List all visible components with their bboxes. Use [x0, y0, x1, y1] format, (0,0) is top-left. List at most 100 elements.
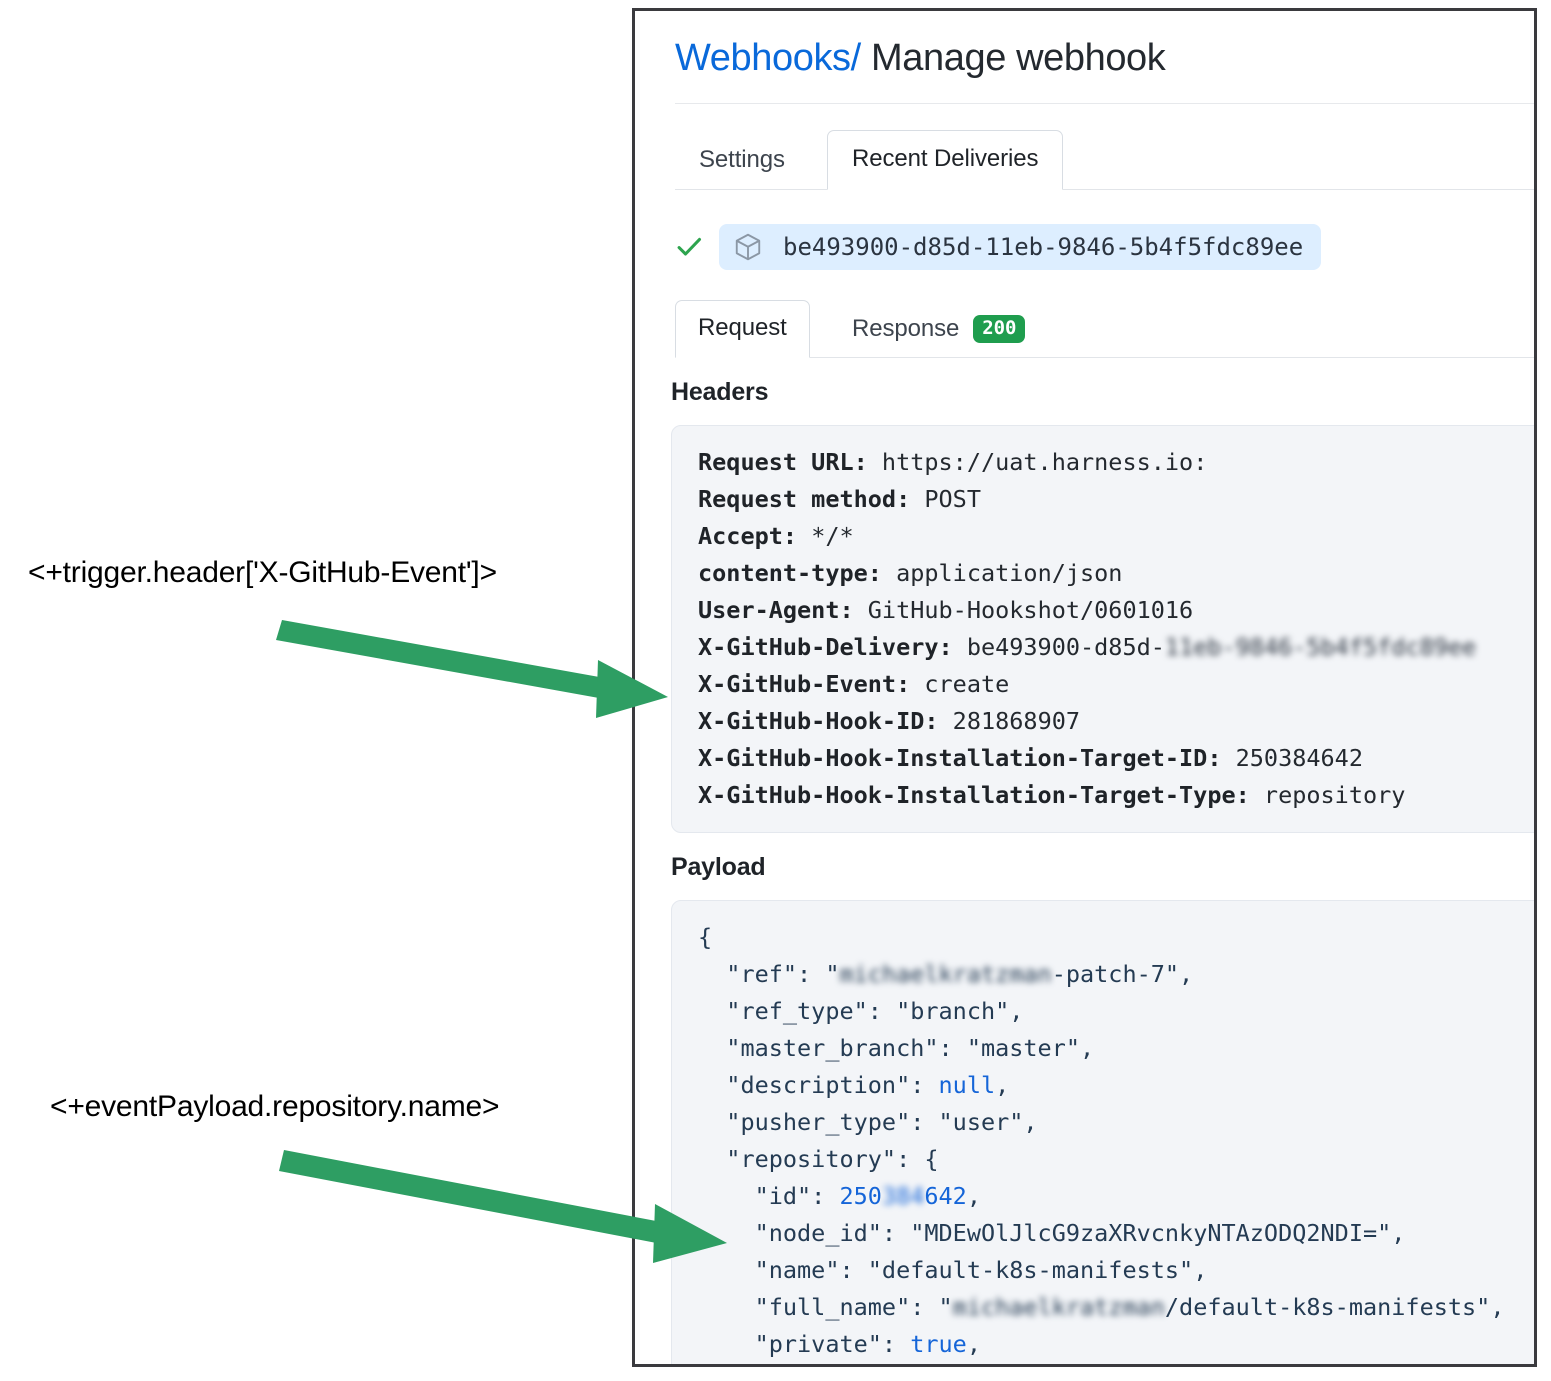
payload-value-redacted: michaelkratzman: [839, 959, 1052, 988]
payload-line: "ref_type": "branch",: [698, 993, 1534, 1030]
delivery-pill[interactable]: be493900-d85d-11eb-9846-5b4f5fdc89ee: [719, 223, 1322, 270]
header-key: X-GitHub-Hook-Installation-Target-ID:: [698, 743, 1222, 772]
tablist-webhook: Settings Recent Deliveries: [675, 126, 1534, 190]
payload-line: "description": null,: [698, 1067, 1534, 1104]
payload-segment: null: [938, 1070, 996, 1099]
header-value: */*: [797, 521, 854, 550]
payload-line: "repository": {: [698, 1141, 1534, 1178]
header-value: create: [910, 669, 1010, 698]
payload-indent: [698, 1145, 726, 1173]
payload-code-box: { "ref": "michaelkratzman-patch-7", "ref…: [671, 899, 1534, 1364]
payload-line: "pusher_type": "user",: [698, 1104, 1534, 1141]
payload-segment: "description":: [726, 1070, 939, 1099]
tab-response-label: Response: [852, 314, 960, 342]
payload-line: "full_name": "michaelkratzman/default-k8…: [698, 1289, 1534, 1326]
headers-code-box: Request URL: https://uat.harness.io:Requ…: [671, 424, 1534, 833]
check-icon: [677, 237, 702, 256]
tab-settings[interactable]: Settings: [699, 145, 785, 173]
header-row: Accept: */*: [698, 518, 1534, 555]
header-value-redacted: 11eb-9846-5b4f5fdc89ee: [1164, 632, 1477, 661]
annotation-arrows: [276, 620, 727, 1263]
header-value: be493900-d85d-: [952, 632, 1165, 661]
header-row: X-GitHub-Event: create: [698, 666, 1534, 703]
header-value: 281868907: [938, 706, 1081, 735]
payload-segment: "repository": {: [726, 1144, 939, 1173]
payload-segment: 642: [924, 1181, 967, 1210]
payload-segment: "id":: [754, 1181, 840, 1210]
payload-indent: [698, 1182, 755, 1210]
header-key: X-GitHub-Delivery:: [698, 632, 953, 661]
tab-response[interactable]: Response 200: [830, 302, 1047, 358]
header-value: 250384642: [1221, 743, 1363, 772]
header-value: POST: [910, 484, 981, 513]
breadcrumb-link-webhooks[interactable]: Webhooks: [675, 37, 851, 79]
tab-recent-deliveries[interactable]: Recent Deliveries: [827, 129, 1064, 190]
payload-segment: {: [698, 922, 713, 951]
payload-line: {: [698, 919, 1534, 956]
payload-segment: "ref": ": [726, 959, 840, 988]
payload-line: "id": 250384642,: [698, 1178, 1534, 1215]
payload-segment: "ref_type": "branch",: [726, 996, 1024, 1025]
delivery-guid: be493900-d85d-11eb-9846-5b4f5fdc89ee: [783, 232, 1304, 261]
payload-indent: [698, 1108, 726, 1136]
payload-value-redacted: 384: [881, 1181, 925, 1210]
payload-line: "master_branch": "master",: [698, 1030, 1534, 1067]
headers-section-title: Headers: [671, 377, 769, 406]
header-value: https://uat.harness.io:: [867, 447, 1208, 476]
webhook-panel: Webhooks/ Manage webhook Settings Recent…: [632, 8, 1537, 1367]
payload-indent: [698, 1219, 755, 1247]
header-key: User-Agent:: [698, 595, 854, 624]
header-value: repository: [1249, 780, 1406, 809]
header-row: X-GitHub-Hook-Installation-Target-ID: 25…: [698, 740, 1534, 777]
status-badge: 200: [973, 314, 1026, 343]
payload-segment: /default-k8s-manifests",: [1164, 1292, 1505, 1321]
payload-value-redacted: michaelkratzman: [952, 1292, 1165, 1321]
tablist-delivery: Request Response 200: [675, 296, 1534, 358]
payload-line: "ref": "michaelkratzman-patch-7",: [698, 956, 1534, 993]
payload-indent: [698, 1293, 755, 1321]
header-divider: [675, 102, 1534, 104]
tab-request[interactable]: Request: [675, 299, 810, 358]
payload-line: "name": "default-k8s-manifests",: [698, 1252, 1534, 1289]
annotation-layer: <+trigger.header['X-GitHub-Event']> <+ev…: [0, 0, 727, 1381]
payload-segment: "full_name": ": [754, 1292, 953, 1321]
annotation-label-event-payload: <+eventPayload.repository.name>: [50, 1090, 500, 1123]
payload-indent: [698, 1330, 755, 1358]
payload-segment: 250: [839, 1181, 882, 1210]
breadcrumb-separator: /: [850, 37, 862, 79]
payload-section-title: Payload: [671, 852, 766, 881]
payload-segment: ,: [966, 1181, 981, 1210]
payload-line: "owner": {: [698, 1363, 1534, 1364]
header-key: X-GitHub-Event:: [698, 669, 911, 698]
payload-segment: ,: [966, 1329, 981, 1358]
annotation-label-trigger-header: <+trigger.header['X-GitHub-Event']>: [28, 556, 497, 589]
header-key: Accept:: [698, 521, 798, 550]
payload-segment: "name": "default-k8s-manifests",: [754, 1255, 1208, 1284]
payload-segment: "private":: [754, 1329, 911, 1358]
header-value: application/json: [881, 558, 1123, 587]
payload-segment: true: [910, 1329, 967, 1358]
payload-segment: -patch-7",: [1051, 959, 1194, 988]
header-key: content-type:: [698, 558, 882, 587]
delivery-row[interactable]: be493900-d85d-11eb-9846-5b4f5fdc89ee: [675, 223, 1534, 270]
header-row: Request URL: https://uat.harness.io:: [698, 444, 1534, 481]
payload-segment: "node_id": "MDEwOlJlcG9zaXRvcnkyNTAzODQ2…: [754, 1218, 1406, 1247]
payload-indent: [698, 997, 726, 1025]
page-title: Manage webhook: [871, 37, 1166, 79]
header-row: User-Agent: GitHub-Hookshot/0601016: [698, 592, 1534, 629]
payload-segment: ,: [995, 1070, 1010, 1099]
payload-line: "private": true,: [698, 1326, 1534, 1363]
payload-segment: "master_branch": "master",: [726, 1033, 1095, 1062]
header-key: X-GitHub-Hook-ID:: [698, 706, 939, 735]
payload-indent: [698, 1034, 726, 1062]
payload-line: "node_id": "MDEwOlJlcG9zaXRvcnkyNTAzODQ2…: [698, 1215, 1534, 1252]
cube-icon: [735, 233, 761, 260]
header-key: Request method:: [698, 484, 911, 513]
tabs-underline: [675, 188, 1534, 190]
tabs-inner-underline: [675, 356, 1534, 358]
header-row: Request method: POST: [698, 481, 1534, 518]
annotation-arrow-2: [279, 1150, 727, 1263]
header-row: content-type: application/json: [698, 555, 1534, 592]
header-key: X-GitHub-Hook-Installation-Target-Type:: [698, 780, 1250, 809]
payload-indent: [698, 1071, 726, 1099]
